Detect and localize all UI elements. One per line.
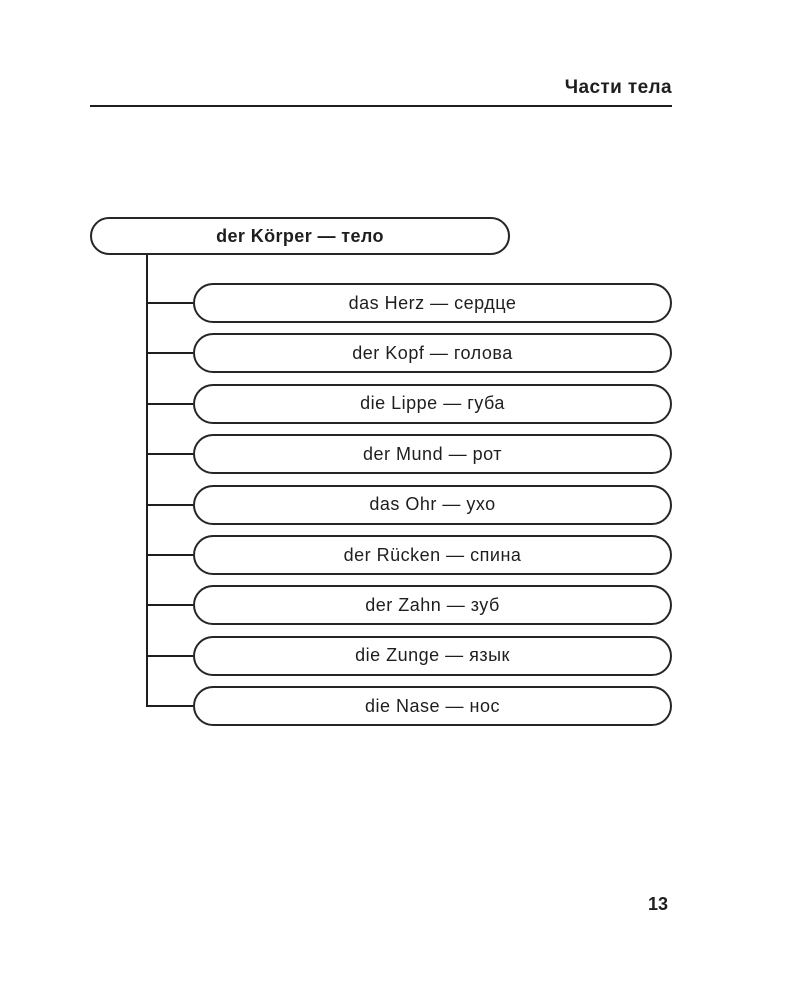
tree-node-label: die Zunge — язык [355,645,510,666]
page-number: 13 [647,894,668,914]
tree-node-row: das Herz — сердце [147,283,672,323]
tree-node-label: der Kopf — голова [352,342,513,363]
tree-branch-line [147,453,193,456]
header-rule [90,105,672,107]
tree-node-box: der Zahn — зуб [193,585,672,626]
tree-node-row: der Rücken — спина [147,535,672,575]
tree-node-label: das Herz — сердце [348,292,517,313]
tree-node-box: die Lippe — губа [193,383,672,424]
tree-node-box: das Ohr — ухо [193,484,672,525]
tree-node-box: der Rücken — спина [193,535,672,575]
tree-root-label: der Körper — тело [216,225,384,246]
tree-node-box: die Nase — нос [193,686,672,727]
tree-node-row: der Zahn — зуб [147,585,672,626]
tree-branch-line [147,604,193,607]
tree-trunk-line [146,255,148,707]
tree-node-label: der Mund — рот [363,443,502,464]
tree-node-label: die Nase — нос [365,695,500,716]
tree-branch-line [147,705,193,708]
tree-node-row: die Zunge — язык [147,635,672,676]
tree-node-row: die Nase — нос [147,686,672,727]
tree-node-label: die Lippe — губа [360,393,505,414]
tree-branch-line [147,302,193,304]
tree-node-box: der Mund — рот [193,434,672,475]
tree-node-label: das Ohr — ухо [369,494,496,515]
tree-branch-line [147,654,193,657]
tree-node-row: der Mund — рот [147,434,672,475]
tree-node-row: der Kopf — голова [147,333,672,374]
tree-node-label: der Zahn — зуб [365,594,500,615]
tree-branch-line [147,402,193,405]
tree-branch-line [147,554,193,556]
tree-node-box: der Kopf — голова [193,333,672,374]
tree-node-label: der Rücken — спина [343,544,522,565]
tree-node-row: das Ohr — ухо [147,484,672,525]
tree-node-row: die Lippe — губа [147,383,672,424]
page-header-title: Части тела [564,77,672,98]
tree-root-node: der Körper — тело [90,217,510,255]
tree-branch-line [147,352,193,355]
tree-branch-line [147,503,193,506]
tree-node-box: die Zunge — язык [193,635,672,676]
tree-node-box: das Herz — сердце [193,283,672,323]
